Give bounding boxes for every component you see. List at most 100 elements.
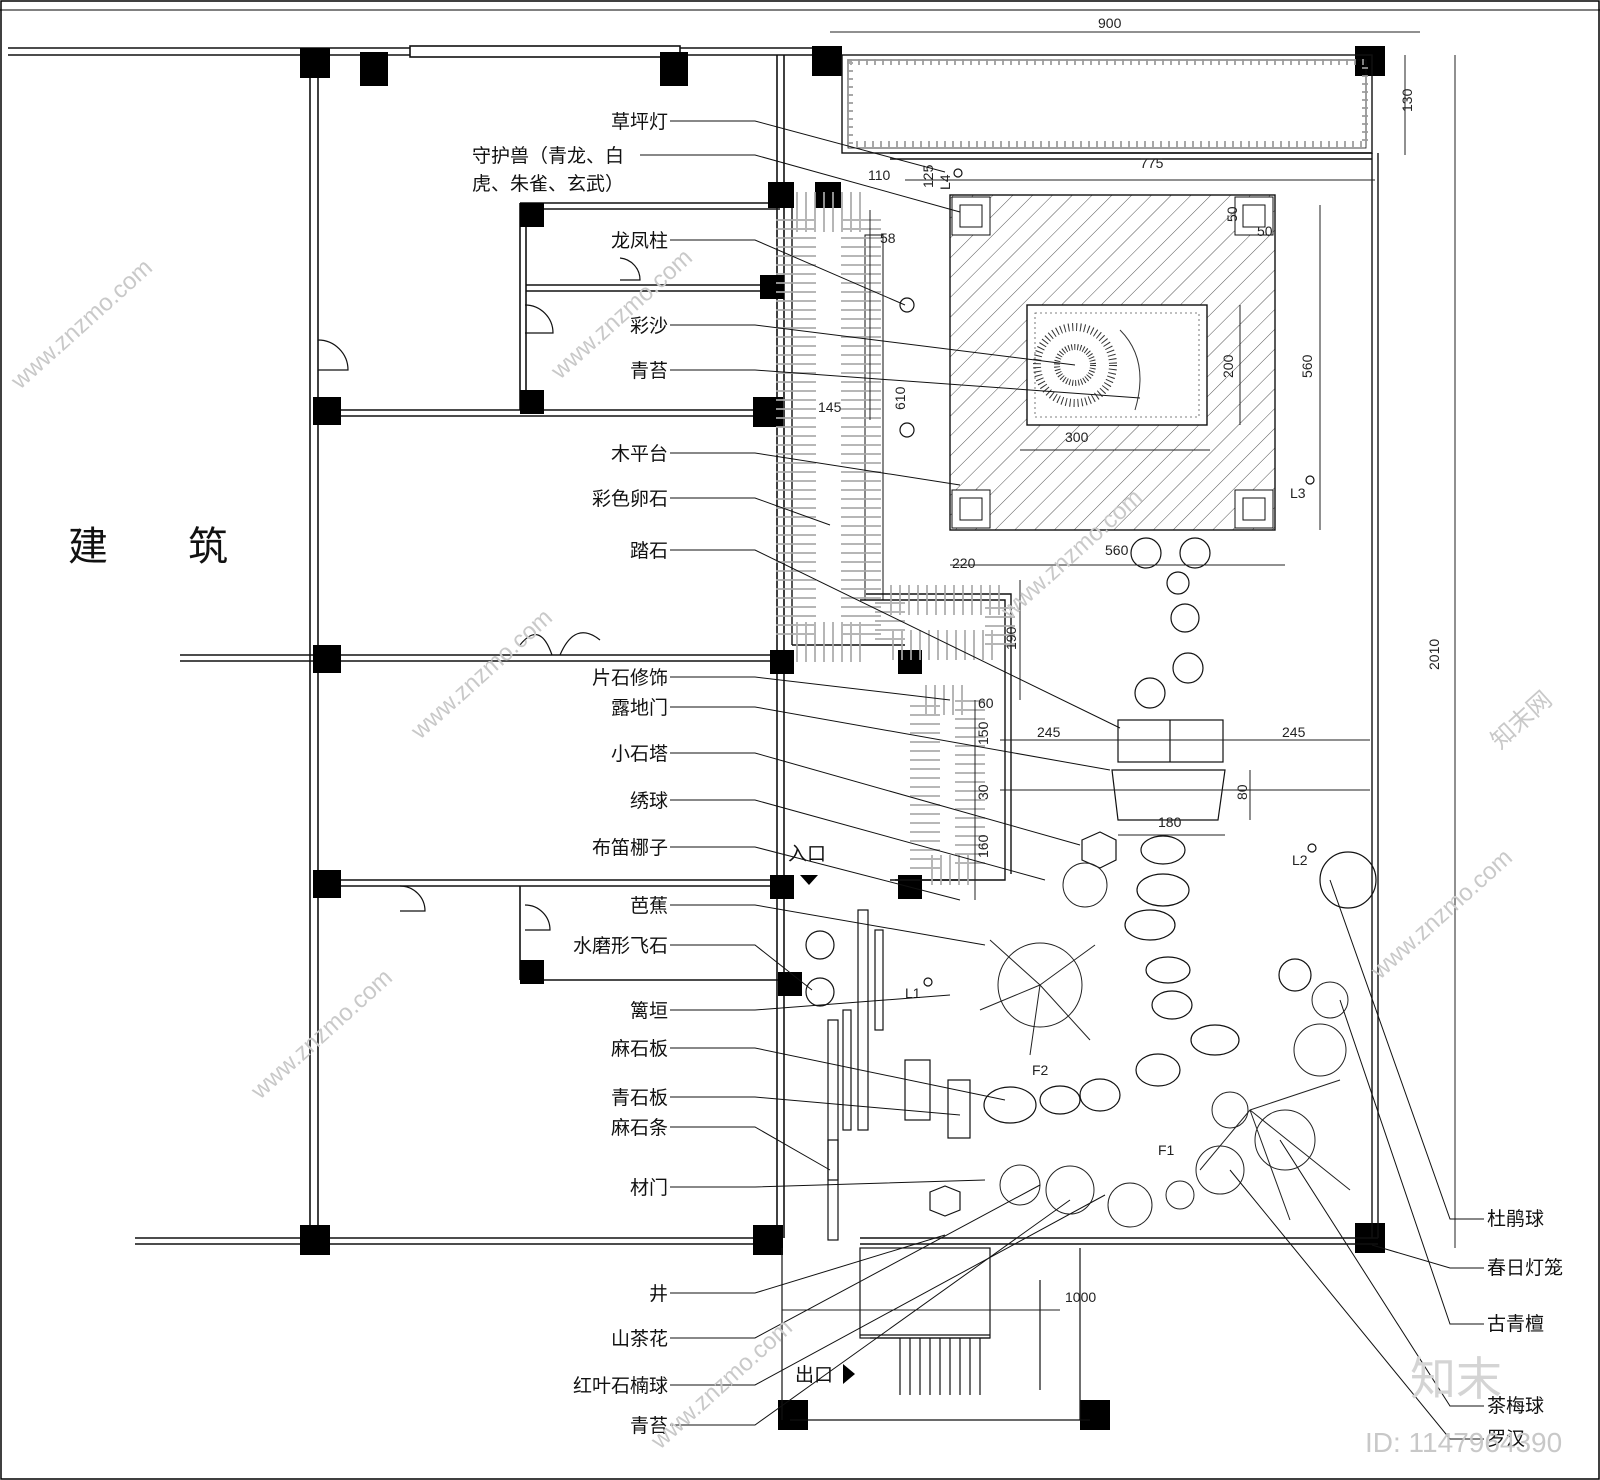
- svg-text:775: 775: [1140, 155, 1164, 171]
- callout-label: 彩沙: [630, 315, 668, 337]
- leader-line: [670, 497, 831, 526]
- leader-line: [670, 120, 946, 173]
- building-doors: [317, 257, 641, 931]
- leader-line: [670, 994, 951, 1011]
- logo-watermark: 知末: [1410, 1352, 1502, 1406]
- id-watermark: ID: 1147964390: [1365, 1427, 1562, 1458]
- svg-text:知末网: 知末网: [1486, 686, 1558, 754]
- callout-label: 龙凤柱: [611, 230, 668, 252]
- svg-text:160: 160: [975, 834, 991, 858]
- callout-label: 彩色卵石: [592, 488, 668, 510]
- leader-line: [670, 1199, 1071, 1426]
- marker-text: L4 L3 L2 L1 F1 F2: [905, 174, 1308, 1158]
- svg-text:L4: L4: [937, 174, 953, 190]
- svg-text:www.znzmo.com: www.znzmo.com: [245, 964, 398, 1105]
- leader-line: [670, 799, 1046, 881]
- callout-label: 篱垣: [630, 1000, 668, 1022]
- leader-line: [670, 752, 1081, 846]
- svg-text:www.znzmo.com: www.znzmo.com: [645, 1314, 798, 1455]
- callout-label: 虎、朱雀、玄武）: [472, 173, 624, 195]
- callout-label: 春日灯笼: [1487, 1257, 1563, 1279]
- callout-label: 麻石条: [611, 1117, 668, 1139]
- leader-line: [670, 676, 951, 701]
- svg-text:www.znzmo.com: www.znzmo.com: [405, 604, 558, 745]
- callout-label: 红叶石楠球: [573, 1375, 668, 1397]
- svg-text:220: 220: [952, 555, 976, 571]
- svg-text:1000: 1000: [1065, 1289, 1096, 1305]
- lawn-lamp-l2: [1307, 843, 1317, 853]
- callout-label: 布笛梛子: [592, 837, 668, 859]
- exit-arrow: [843, 1364, 855, 1384]
- callout-label: 片石修饰: [592, 667, 668, 689]
- callout-label: 木平台: [611, 443, 668, 465]
- leader-line: [670, 1096, 961, 1116]
- svg-text:190: 190: [1003, 626, 1019, 650]
- callout-label: 露地门: [611, 697, 668, 719]
- leader-line: [670, 239, 906, 306]
- pebble-bands: [776, 59, 1368, 885]
- entrance-arrow: [800, 875, 818, 885]
- svg-text:150: 150: [975, 721, 991, 745]
- callout-label: 水磨形飞石: [573, 935, 668, 957]
- svg-text:245: 245: [1282, 724, 1306, 740]
- svg-text:560: 560: [1299, 354, 1315, 378]
- svg-text:2010: 2010: [1426, 639, 1442, 670]
- callout-label: 麻石板: [611, 1038, 668, 1060]
- leader-line: [670, 452, 961, 486]
- callout-label: 踏石: [630, 540, 668, 562]
- svg-text:610: 610: [892, 386, 908, 410]
- svg-text:560: 560: [1105, 542, 1129, 558]
- building: [8, 45, 830, 1245]
- leader-line: [670, 944, 813, 991]
- svg-text:145: 145: [818, 399, 842, 415]
- svg-text:125: 125: [920, 164, 936, 188]
- svg-text:L2: L2: [1292, 852, 1308, 868]
- svg-text:180: 180: [1158, 814, 1182, 830]
- leader-line: [670, 324, 1076, 366]
- leader-line: [670, 549, 1121, 729]
- svg-text:F2: F2: [1032, 1062, 1049, 1078]
- callout-label: 青石板: [611, 1087, 668, 1109]
- leader-line: [670, 1234, 946, 1294]
- callout-label: 草坪灯: [611, 111, 668, 133]
- leader-line: [1329, 879, 1484, 1220]
- well: [929, 1185, 961, 1217]
- svg-text:245: 245: [1037, 724, 1061, 740]
- svg-text:130: 130: [1399, 88, 1415, 112]
- svg-text:900: 900: [1098, 15, 1122, 31]
- leader-line: [1279, 1139, 1484, 1407]
- svg-text:58: 58: [880, 230, 896, 246]
- callout-label: 材门: [630, 1177, 668, 1199]
- garden-boundary: [791, 54, 1379, 1245]
- leader-line: [670, 846, 961, 901]
- lawn-lamp-l4: [953, 168, 963, 178]
- lawn-lamp-l3: [1305, 475, 1315, 485]
- small-stone-pagoda: [1081, 831, 1117, 869]
- building-label: 建 筑: [68, 524, 228, 570]
- callout-label: 井: [649, 1283, 668, 1305]
- wooden-deck: [949, 194, 1276, 531]
- svg-text:www.znzmo.com: www.znzmo.com: [545, 244, 698, 385]
- dimension-lines: [782, 31, 1456, 1311]
- exit-label: 出口: [795, 1364, 833, 1386]
- callout-label: 茶梅球: [1487, 1395, 1544, 1417]
- svg-text:50: 50: [1224, 206, 1240, 222]
- exit-stair: [781, 1247, 1090, 1421]
- callout-label: 山茶花: [611, 1328, 668, 1350]
- leader-line: [670, 1126, 831, 1171]
- leader-line: [670, 1184, 1041, 1339]
- leader-line: [670, 904, 986, 946]
- callout-label: 守护兽（青龙、白: [472, 145, 624, 167]
- svg-text:80: 80: [1234, 784, 1250, 800]
- entrance-label: 入口: [788, 843, 826, 865]
- svg-text:F1: F1: [1158, 1142, 1175, 1158]
- callout-label: 绣球: [630, 790, 668, 812]
- callout-label: 芭蕉: [630, 895, 668, 917]
- callout-label: 青苔: [630, 1415, 668, 1437]
- leader-line: [670, 706, 1111, 771]
- leader-line: [640, 154, 961, 213]
- svg-text:30: 30: [975, 784, 991, 800]
